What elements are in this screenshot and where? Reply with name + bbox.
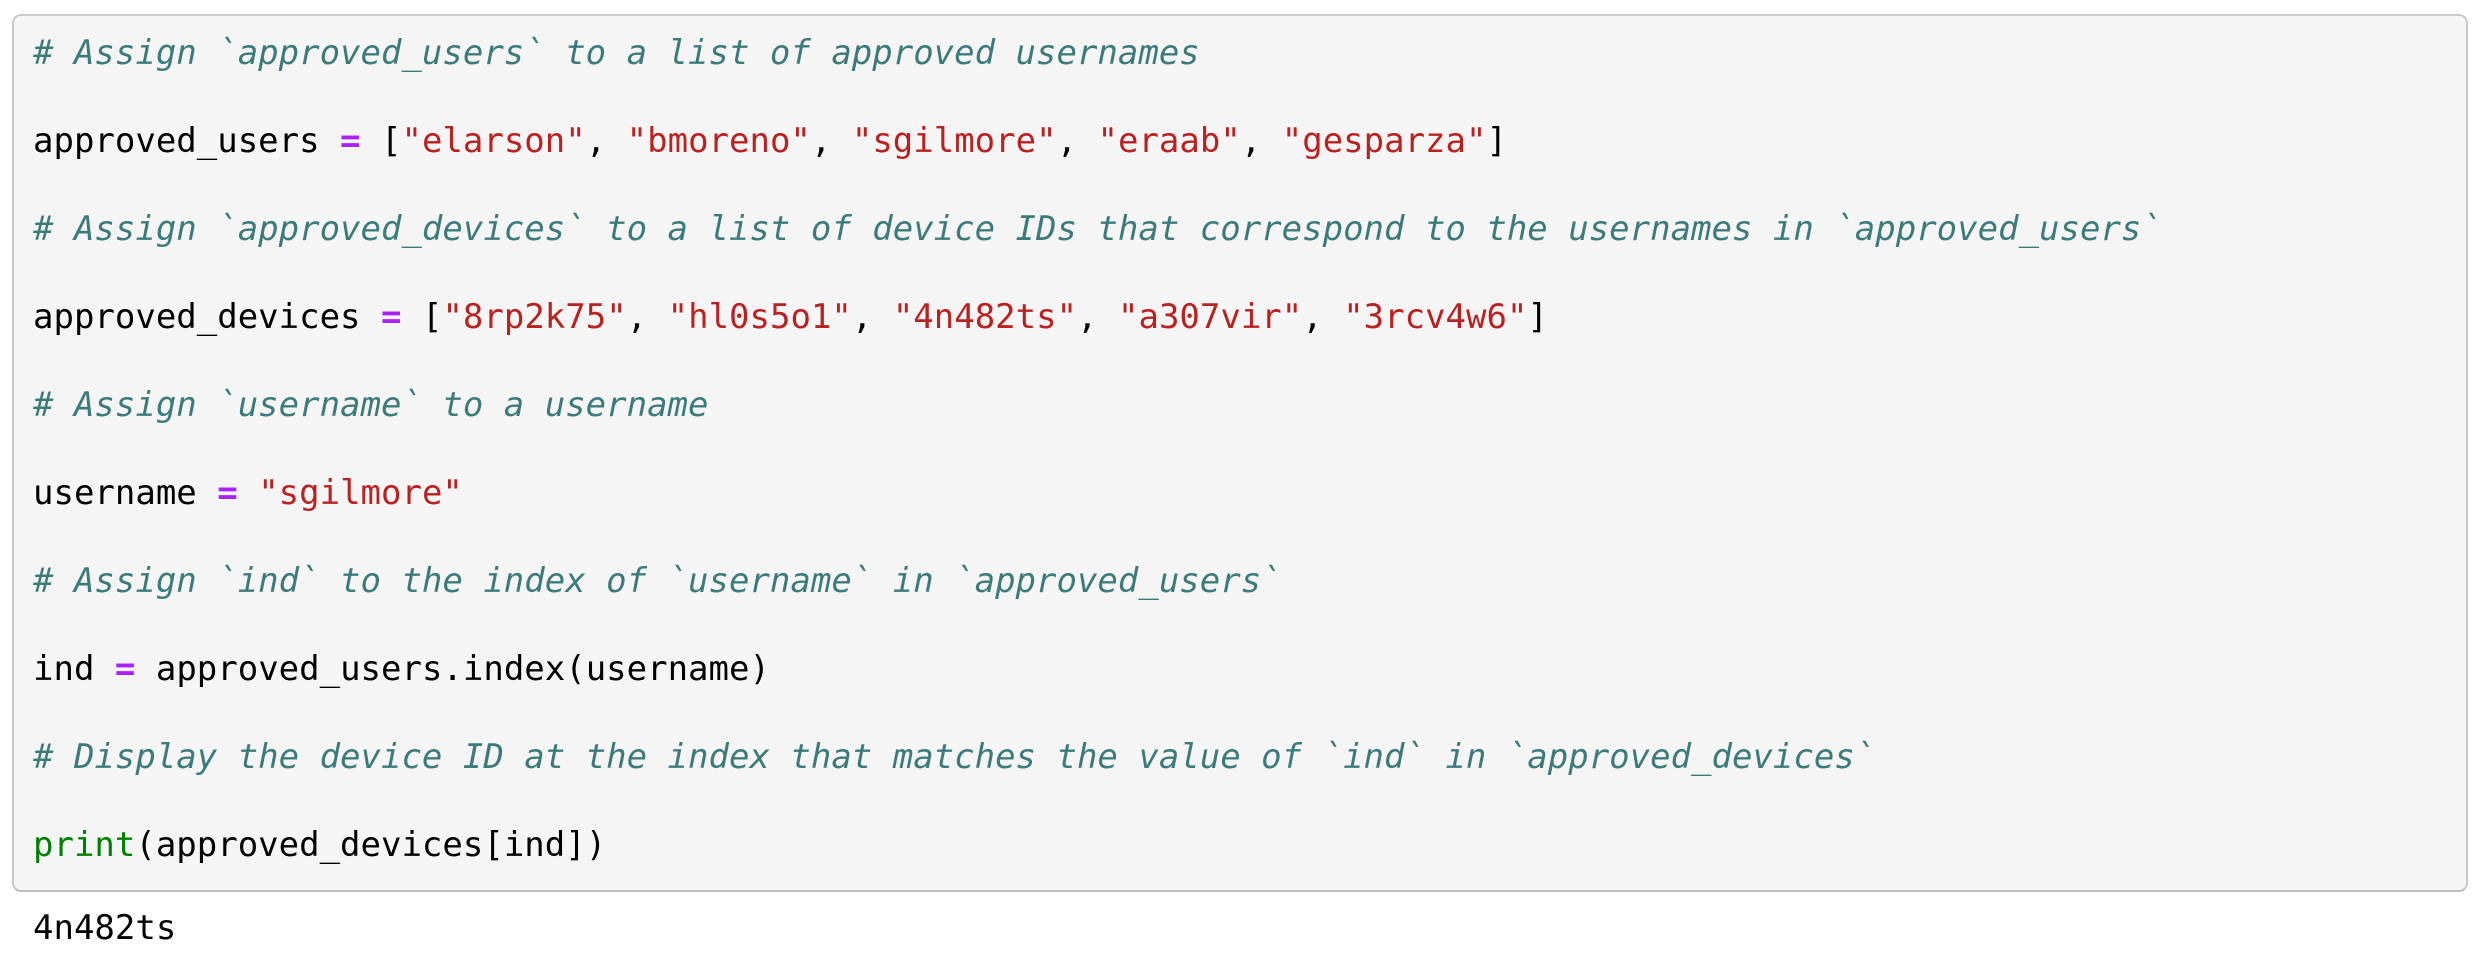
code-line: approved_devices = ["8rp2k75", "hl0s5o1"… <box>33 295 2446 339</box>
code-token: , <box>585 121 627 161</box>
code-line: approved_users = ["elarson", "bmoreno", … <box>33 119 2446 163</box>
code-line <box>33 75 2446 119</box>
code-line: # Display the device ID at the index tha… <box>33 735 2446 779</box>
code-token: , <box>1302 297 1344 337</box>
code-line: print(approved_devices[ind]) <box>33 823 2446 867</box>
code-line: ind = approved_users.index(username) <box>33 647 2446 691</box>
code-line <box>33 691 2446 735</box>
code-token: "gesparza" <box>1281 121 1487 161</box>
code-token: print <box>33 825 136 865</box>
code-token: , <box>851 297 893 337</box>
code-token: "hl0s5o1" <box>667 297 852 337</box>
code-token: approved_users <box>33 121 341 161</box>
code-line: # Assign `approved_users` to a list of a… <box>33 31 2446 75</box>
code-token: , <box>810 121 852 161</box>
code-line <box>33 779 2446 823</box>
code-line <box>33 427 2446 471</box>
code-line: # Assign `username` to a username <box>33 383 2446 427</box>
code-token: # Assign `approved_devices` to a list of… <box>33 209 2162 249</box>
code-line: # Assign `ind` to the index of `username… <box>33 559 2446 603</box>
code-line <box>33 603 2446 647</box>
cell-output: 4n482ts <box>33 908 177 948</box>
code-line <box>33 251 2446 295</box>
code-token: "sgilmore" <box>851 121 1057 161</box>
code-token: (approved_devices[ind]) <box>135 825 607 865</box>
code-token: , <box>1240 121 1282 161</box>
code-editor[interactable]: # Assign `approved_users` to a list of a… <box>33 31 2446 867</box>
code-token: "8rp2k75" <box>442 297 627 337</box>
code-token: = <box>340 121 361 161</box>
code-token: , <box>1077 297 1118 337</box>
code-token: # Assign `ind` to the index of `username… <box>33 561 1282 601</box>
code-token: "3rcv4w6" <box>1343 297 1528 337</box>
code-token: = <box>381 297 402 337</box>
code-token: ] <box>1486 121 1507 161</box>
code-cell[interactable]: # Assign `approved_users` to a list of a… <box>12 14 2468 892</box>
code-token: [ <box>401 297 443 337</box>
code-token: # Assign `username` to a username <box>33 385 709 425</box>
code-token: "eraab" <box>1097 121 1241 161</box>
code-line <box>33 515 2446 559</box>
code-token: "bmoreno" <box>626 121 811 161</box>
code-token: approved_users.index(username) <box>135 649 770 689</box>
code-token: ] <box>1527 297 1548 337</box>
code-token: = <box>217 473 238 513</box>
code-token: "elarson" <box>401 121 586 161</box>
code-token: "sgilmore" <box>258 473 463 513</box>
code-token: ind <box>33 649 115 689</box>
code-line <box>33 339 2446 383</box>
code-line: # Assign `approved_devices` to a list of… <box>33 207 2446 251</box>
code-token: = <box>114 649 136 689</box>
code-token: approved_devices <box>33 297 381 337</box>
code-token: , <box>626 297 668 337</box>
code-token: # Assign `approved_users` to a list of a… <box>33 33 1200 73</box>
code-line <box>33 163 2446 207</box>
code-token: [ <box>360 121 402 161</box>
code-token: "4n482ts" <box>892 297 1078 337</box>
code-token <box>238 473 258 513</box>
code-token: # Display the device ID at the index tha… <box>33 737 1876 777</box>
code-line: username = "sgilmore" <box>33 471 2446 515</box>
code-token: "a307vir" <box>1118 297 1303 337</box>
code-token: username <box>33 473 218 513</box>
code-token: , <box>1056 121 1098 161</box>
